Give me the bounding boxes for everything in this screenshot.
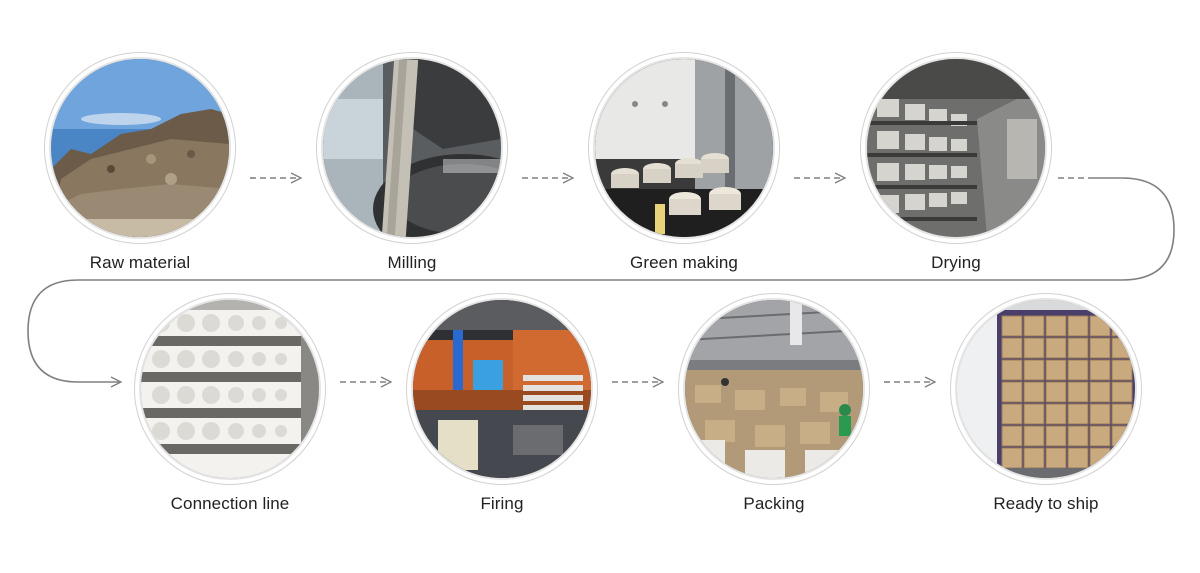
raw-material-photo (49, 57, 231, 239)
step-connection-line: Connection line (115, 298, 345, 514)
step-label: Milling (387, 253, 437, 272)
step-label: Packing (743, 494, 805, 513)
serpentine-connector (27, 177, 1175, 382)
step-ready-to-ship: Ready to ship (931, 298, 1161, 514)
green-making-photo (593, 57, 775, 239)
step-label: Ready to ship (993, 494, 1099, 513)
connection-line-photo (139, 298, 321, 480)
step-label: Drying (931, 253, 981, 272)
milling-photo (321, 57, 503, 239)
drying-photo (865, 57, 1047, 239)
step-raw-material: Raw material (25, 57, 255, 273)
step-label: Firing (480, 494, 524, 513)
step-label: Connection line (170, 494, 290, 513)
step-drying: Drying (841, 57, 1071, 273)
step-packing: Packing (659, 298, 889, 514)
packing-photo (683, 298, 865, 480)
step-green-making: Green making (569, 57, 799, 273)
step-firing: Firing (387, 298, 617, 514)
step-label: Green making (630, 253, 738, 272)
step-milling: Milling (297, 57, 527, 273)
firing-photo (411, 298, 593, 480)
ready-to-ship-photo (955, 298, 1137, 480)
step-label: Raw material (89, 253, 191, 272)
